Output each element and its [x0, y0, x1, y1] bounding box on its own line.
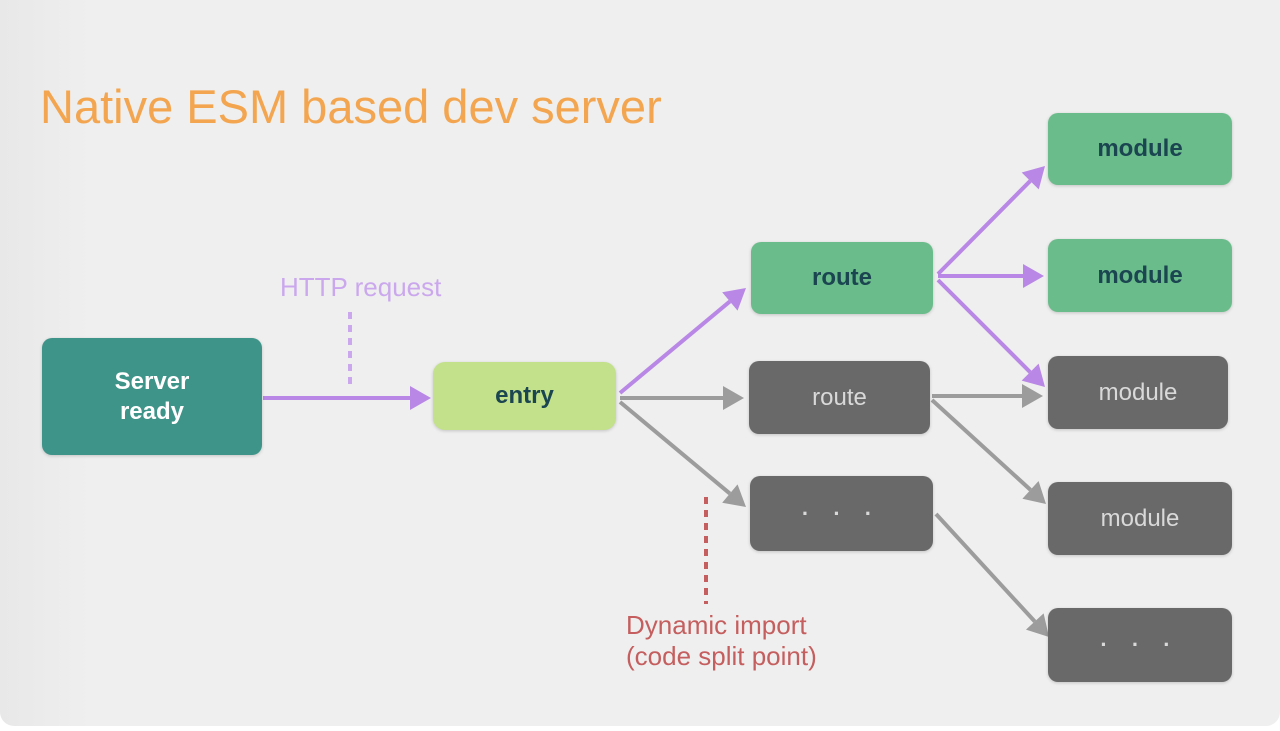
node-label-module-2: module	[1097, 261, 1183, 289]
node-label-route-1: route	[812, 264, 872, 291]
node-module-1: module	[1048, 113, 1232, 185]
node-route-1: route	[751, 242, 933, 314]
page-title: Native ESM based dev server	[40, 80, 662, 134]
edge-route-1-to-module-2	[938, 264, 1044, 288]
node-label-route-2: route	[812, 383, 867, 411]
node-module-4: module	[1048, 482, 1232, 555]
node-label-module-4: module	[1100, 504, 1180, 532]
node-label-entry: entry	[495, 382, 554, 409]
node-route-2: route	[749, 361, 930, 434]
node-entry: entry	[433, 362, 616, 430]
edge-server-ready-to-entry	[263, 386, 431, 410]
node-label-modules-more: · · ·	[1100, 632, 1180, 657]
edge-route-1-to-module-3	[936, 278, 1045, 387]
annotation-http-request: HTTP request	[280, 272, 442, 302]
node-modules-more: · · ·	[1048, 608, 1232, 682]
node-label-module-1: module	[1097, 135, 1183, 162]
edge-route-1-to-module-1	[936, 166, 1045, 276]
node-routes-more: · · ·	[750, 476, 933, 551]
edge-routes-more-to-modules-more	[934, 512, 1049, 637]
node-label-server-ready: Server ready	[114, 367, 190, 425]
node-module-2: module	[1048, 239, 1232, 312]
node-server-ready: Server ready	[42, 338, 262, 455]
edge-route-2-to-module-3	[932, 384, 1043, 408]
annotation-dynamic-import: Dynamic import (code split point)	[626, 610, 817, 671]
node-module-3: module	[1048, 356, 1228, 429]
node-label-routes-more: · · ·	[801, 500, 882, 526]
edge-entry-to-route-1	[618, 288, 746, 395]
edge-route-2-to-module-4	[930, 398, 1046, 504]
edge-entry-to-route-2	[620, 386, 744, 410]
edge-entry-to-routes-more	[618, 400, 746, 507]
node-label-module-3: module	[1098, 378, 1178, 406]
